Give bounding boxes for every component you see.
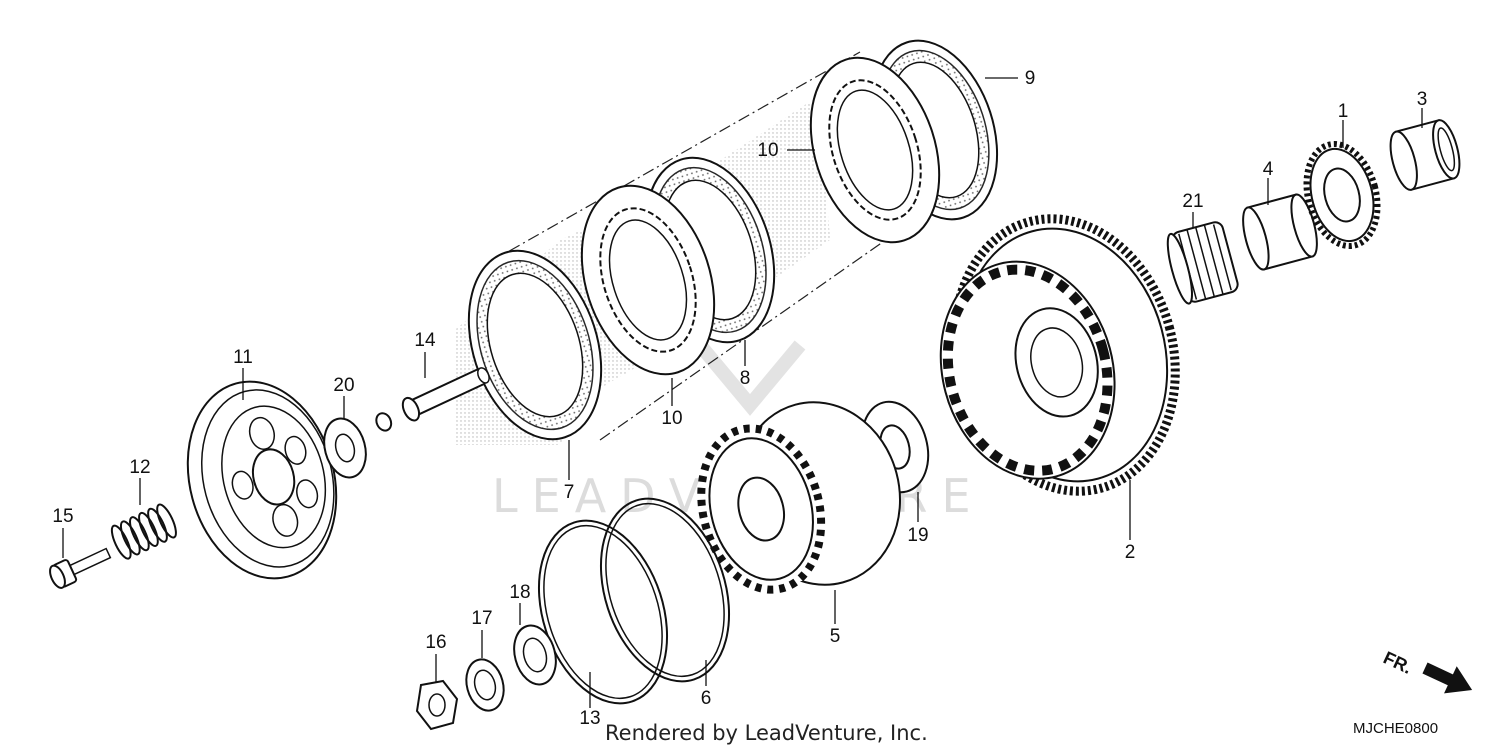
judder-spring-6 bbox=[599, 497, 731, 683]
diagram-code: MJCHE0800 bbox=[1353, 720, 1438, 737]
spring-seat-13 bbox=[537, 519, 669, 705]
callout-6[interactable]: 6 bbox=[701, 688, 712, 709]
callout-5[interactable]: 5 bbox=[830, 626, 841, 647]
credit-text: Rendered by LeadVenture, Inc. bbox=[605, 721, 928, 745]
callout-3[interactable]: 3 bbox=[1417, 89, 1428, 110]
lock-washer-18 bbox=[513, 624, 557, 686]
bolt-15 bbox=[49, 547, 112, 589]
callout-11[interactable]: 11 bbox=[233, 347, 253, 368]
callout-14[interactable]: 14 bbox=[414, 330, 436, 351]
front-direction-marker: FR. bbox=[1380, 647, 1473, 694]
callout-16[interactable]: 16 bbox=[425, 632, 446, 653]
clutch-plate-10-upper bbox=[809, 56, 941, 244]
lock-nut-16 bbox=[415, 679, 459, 731]
drive-sprocket-1 bbox=[1303, 141, 1381, 249]
callout-2[interactable]: 2 bbox=[1125, 542, 1136, 563]
callout-4[interactable]: 4 bbox=[1263, 159, 1274, 180]
callout-7[interactable]: 7 bbox=[564, 482, 575, 503]
lifter-rod-14 bbox=[375, 367, 490, 432]
callout-10-lower[interactable]: 10 bbox=[661, 408, 682, 429]
callout-9[interactable]: 9 bbox=[1025, 68, 1036, 89]
front-arrow-icon bbox=[1422, 662, 1473, 694]
callout-21[interactable]: 21 bbox=[1182, 191, 1203, 212]
front-label: FR. bbox=[1380, 647, 1415, 677]
callout-8[interactable]: 8 bbox=[740, 368, 751, 389]
friction-disc-7 bbox=[467, 249, 603, 441]
callout-20[interactable]: 20 bbox=[333, 375, 354, 396]
clutch-plate-10-lower bbox=[580, 184, 716, 376]
clutch-center-5 bbox=[697, 401, 902, 594]
ball-bearing-20 bbox=[323, 417, 367, 479]
clutch-spring-12 bbox=[108, 503, 178, 561]
leader-lines bbox=[62, 77, 1423, 708]
clutch-outer-2 bbox=[939, 214, 1180, 496]
callout-13[interactable]: 13 bbox=[579, 708, 600, 729]
bushing-3 bbox=[1389, 119, 1461, 191]
collar-4 bbox=[1242, 193, 1318, 271]
washer-17 bbox=[465, 658, 505, 712]
callout-15[interactable]: 15 bbox=[52, 506, 73, 527]
pressure-plate-11 bbox=[186, 380, 338, 580]
callout-labels: 1 2 3 4 5 6 7 8 9 10 10 11 12 13 14 15 1… bbox=[52, 68, 1427, 729]
callout-10-upper[interactable]: 10 bbox=[757, 140, 778, 161]
callout-1[interactable]: 1 bbox=[1338, 101, 1349, 122]
callout-12[interactable]: 12 bbox=[129, 457, 150, 478]
needle-bearing-21 bbox=[1166, 221, 1239, 305]
callout-18[interactable]: 18 bbox=[509, 582, 530, 603]
callout-19[interactable]: 19 bbox=[907, 525, 928, 546]
callout-17[interactable]: 17 bbox=[471, 608, 492, 629]
